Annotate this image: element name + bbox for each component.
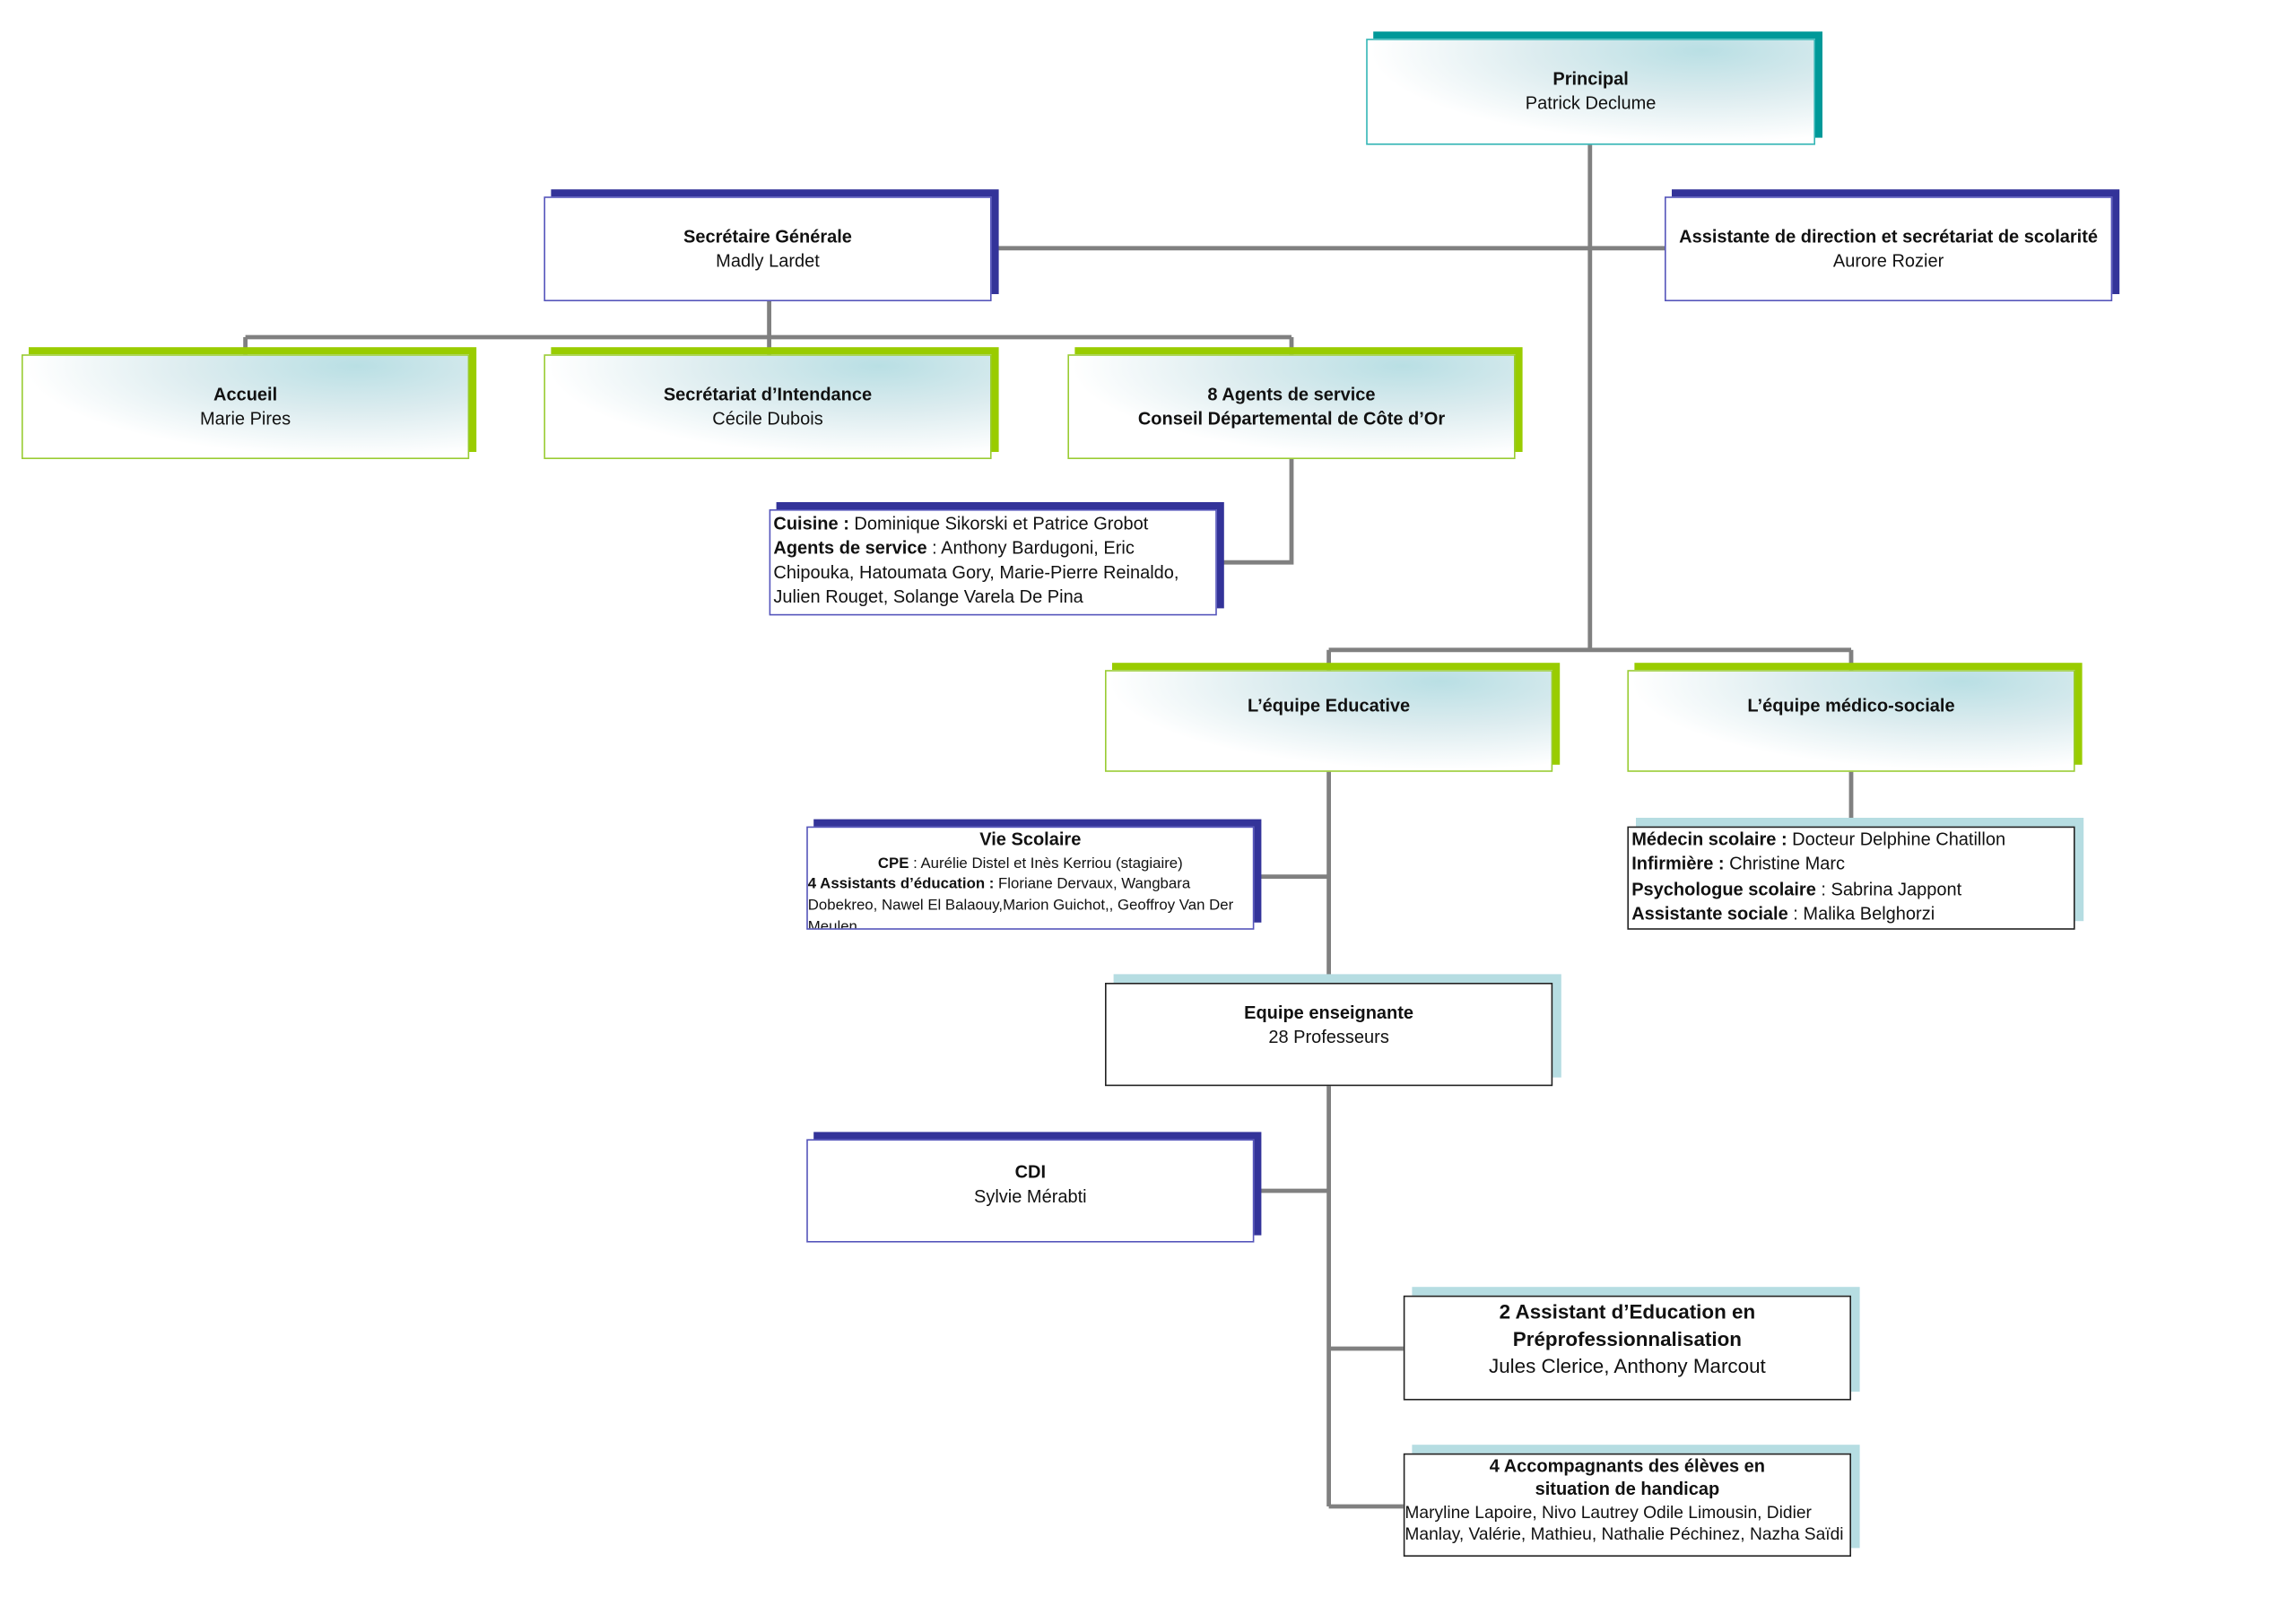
- role-label: Infirmière :: [1631, 854, 1725, 874]
- aesh-box: 4 Accompagnants des élèves en situation …: [1403, 1453, 1851, 1557]
- enseignante-title: Equipe enseignante: [1244, 1002, 1414, 1023]
- aed-prepro-title: 2 Assistant d’Education en Préprofession…: [1499, 1299, 1756, 1350]
- aesh-title: 4 Accompagnants des élèves en situation …: [1489, 1456, 1765, 1500]
- intendance-title: Secrétariat d’Intendance: [663, 384, 873, 404]
- secretaire-title: Secrétaire Générale: [683, 226, 852, 247]
- equipe-educative-box: L’équipe Educative: [1105, 670, 1553, 772]
- aed-names: Floriane Dervaux, Wangbara Dobekreo, Naw…: [807, 875, 1234, 930]
- role-value: Christine Marc: [1724, 854, 1846, 874]
- agents-title: 8 Agents de service: [1207, 384, 1376, 404]
- agents-service-names: : Anthony Bardugoni, Eric Chipouka, Hato…: [773, 538, 1179, 608]
- equipe-educative-title: L’équipe Educative: [1248, 696, 1411, 716]
- agents-service-label: Agents de service: [773, 538, 927, 559]
- aed-prepro-box: 2 Assistant d’Education en Préprofession…: [1403, 1295, 1851, 1401]
- role-label: Médecin scolaire :: [1631, 829, 1787, 850]
- aed-label: 4 Assistants d’éducation :: [807, 875, 995, 893]
- equipe-medico-title: L’équipe médico-sociale: [1747, 696, 1955, 716]
- aesh-names: Maryline Lapoire, Nivo Lautrey Odile Lim…: [1405, 1501, 1844, 1544]
- cuisine-label: Cuisine :: [773, 513, 849, 534]
- vie-scolaire-title: Vie Scolaire: [979, 829, 1082, 850]
- medico-line: Médecin scolaire : Docteur Delphine Chat…: [1631, 828, 2071, 853]
- secretaire-box: Secrétaire Générale Madly Lardet: [544, 196, 992, 301]
- medico-line: Infirmière : Christine Marc: [1631, 853, 2071, 878]
- principal-title: Principal: [1552, 69, 1629, 90]
- role-label: Assistante sociale: [1631, 903, 1788, 924]
- medico-line: Psychologue scolaire : Sabrina Jappont: [1631, 877, 2071, 902]
- medico-detail-box: Médecin scolaire : Docteur Delphine Chat…: [1627, 826, 2075, 930]
- equipe-medico-box: L’équipe médico-sociale: [1627, 670, 2075, 772]
- assistante-box: Assistante de direction et secrétariat d…: [1665, 196, 2113, 301]
- cpe-label: CPE: [877, 854, 909, 872]
- enseignante-count: 28 Professeurs: [1268, 1027, 1389, 1047]
- cdi-name: Sylvie Mérabti: [974, 1186, 1087, 1207]
- accueil-name: Marie Pires: [200, 408, 291, 429]
- role-value: Docteur Delphine Chatillon: [1787, 829, 2006, 850]
- aed-prepro-names: Jules Clerice, Anthony Marcout: [1489, 1354, 1766, 1377]
- assistante-title: Assistante de direction et secrétariat d…: [1679, 226, 2099, 247]
- cpe-names: : Aurélie Distel et Inès Kerriou (stagia…: [909, 854, 1183, 872]
- role-value: : Sabrina Jappont: [1815, 879, 1962, 899]
- accueil-title: Accueil: [213, 384, 278, 404]
- cdi-title: CDI: [1014, 1162, 1047, 1183]
- assistante-name: Aurore Rozier: [1832, 250, 1944, 271]
- cuisine-names: Dominique Sikorski et Patrice Grobot: [848, 513, 1149, 534]
- principal-box: Principal Patrick Declume: [1366, 39, 1815, 145]
- vie-scolaire-box: Vie Scolaire CPE : Aurélie Distel et Inè…: [806, 826, 1255, 930]
- agents-box: 8 Agents de service Conseil Départementa…: [1067, 354, 1516, 459]
- secretaire-name: Madly Lardet: [716, 250, 820, 271]
- cdi-box: CDI Sylvie Mérabti: [806, 1139, 1255, 1243]
- intendance-name: Cécile Dubois: [712, 408, 823, 429]
- accueil-box: Accueil Marie Pires: [22, 354, 470, 459]
- equipe-enseignante-box: Equipe enseignante 28 Professeurs: [1105, 983, 1553, 1087]
- principal-name: Patrick Declume: [1525, 93, 1657, 114]
- cuisine-box: Cuisine : Dominique Sikorski et Patrice …: [769, 509, 1217, 616]
- medico-line: Assistante sociale : Malika Belghorzi: [1631, 902, 2071, 927]
- intendance-box: Secrétariat d’Intendance Cécile Dubois: [544, 354, 992, 459]
- role-label: Psychologue scolaire: [1631, 879, 1816, 899]
- agents-subtitle: Conseil Départemental de Côte d’Or: [1137, 408, 1446, 429]
- role-value: : Malika Belghorzi: [1787, 903, 1935, 924]
